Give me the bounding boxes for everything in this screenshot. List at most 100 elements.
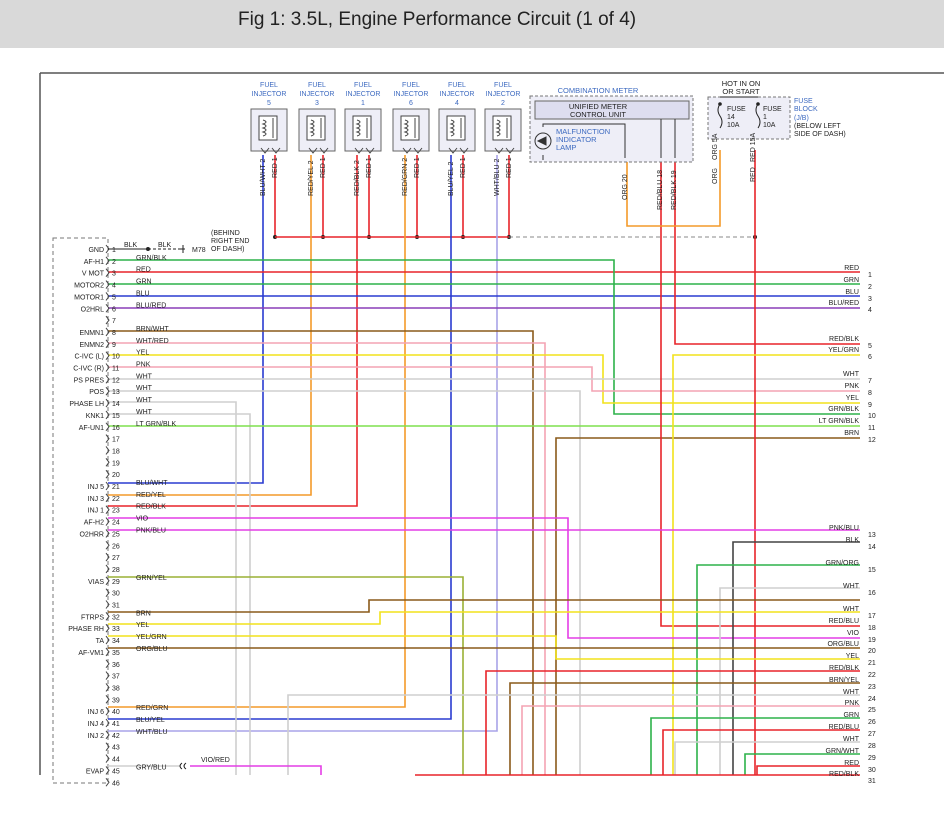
right-wire-label: WHT <box>843 371 860 378</box>
right-terminal-number: 29 <box>868 755 876 762</box>
pin-wire-label: BLU/YEL <box>136 717 165 724</box>
ground-connector-id: M78 <box>192 247 206 254</box>
right-terminal-number: 17 <box>868 613 876 620</box>
right-wire-label: GRN/ORG <box>826 560 859 567</box>
inj2-wire <box>108 155 498 732</box>
pin-terminal-icon <box>105 671 110 680</box>
pin-wire-label: YEL/GRN <box>136 634 167 641</box>
wire-redblu-27 <box>662 729 860 775</box>
pin-wire-label: GRN/BLK <box>136 255 167 262</box>
injector-number: 5 <box>267 100 271 107</box>
inj5-wire <box>108 155 264 484</box>
right-terminal-number: 13 <box>868 532 876 539</box>
pin-number: 29 <box>112 579 120 586</box>
right-terminal-number: 19 <box>868 637 876 644</box>
injector-wire-a: RED/BLK 2 <box>354 160 361 196</box>
pin-number: 22 <box>112 496 120 503</box>
pin-wire-label: WHT <box>136 373 153 380</box>
pin-name: TA <box>96 638 105 645</box>
evap-connector-icon <box>179 762 187 770</box>
pin-terminal-icon <box>105 422 110 432</box>
pin-name: INJ 1 <box>88 508 104 515</box>
pin-number: 10 <box>112 354 120 361</box>
fuse-block-label-4: (BELOW LEFT <box>794 123 841 130</box>
fuse-block-label-3: (J/B) <box>794 115 809 122</box>
fuse-block-label-2: BLOCK <box>794 106 818 113</box>
wire-knk1 <box>108 413 251 775</box>
pin-number: 16 <box>112 425 120 432</box>
right-wire-label: PNK/BLU <box>829 525 859 532</box>
pin-number: 12 <box>112 377 120 384</box>
pin-number: 1 <box>112 247 116 254</box>
injector-label-1: FUEL <box>354 82 372 89</box>
injector-wire-b: RED 1 <box>414 157 421 178</box>
pin-number: 38 <box>112 685 120 692</box>
pin-terminal-icon <box>105 600 110 609</box>
pin-terminal-icon <box>105 718 110 728</box>
pin-wire-label: RED <box>136 267 151 274</box>
pin-name: AF-H1 <box>84 259 104 266</box>
right-wire-label: BLK <box>846 537 860 544</box>
wire-vias <box>108 576 464 775</box>
right-wire-label: BLU <box>845 289 859 296</box>
hot-label-1: HOT IN ON <box>722 79 761 88</box>
injector-label-1: FUEL <box>260 82 278 89</box>
pin-wire-label: BLU <box>136 290 150 297</box>
pin-name: GND <box>88 247 104 254</box>
coil-icon <box>261 119 267 137</box>
terminal-icon <box>354 147 375 154</box>
injector-number: 2 <box>501 100 505 107</box>
right-terminal-number: 5 <box>868 343 872 350</box>
inj3-wire <box>108 155 312 496</box>
right-wire-label: RED/BLK <box>829 336 859 343</box>
injector-label-2: INJECTOR <box>440 91 475 98</box>
pin-wire-label: VIO <box>136 516 149 523</box>
pin-name: MOTOR2 <box>74 283 104 290</box>
inj6-wire <box>108 155 406 708</box>
coil-icon <box>355 119 361 137</box>
injector-number: 3 <box>315 100 319 107</box>
right-terminal-number: 10 <box>868 413 876 420</box>
pin-number: 46 <box>112 780 120 787</box>
pin-name: INJ 5 <box>88 484 104 491</box>
pin-number: 24 <box>112 520 120 527</box>
pin-wire-label: GRY/BLU <box>136 764 167 771</box>
pin-name: AF-H2 <box>84 520 104 527</box>
injector-wire-a: RED/GRN 2 <box>402 158 409 196</box>
meter-wire-label-3: RED/BLK 19 <box>671 170 678 210</box>
pin-terminal-icon <box>105 256 110 266</box>
mil-label-3: LAMP <box>556 143 576 152</box>
right-wire-label: YEL <box>846 653 859 660</box>
pin-number: 33 <box>112 626 120 633</box>
pin-terminal-icon <box>105 659 110 669</box>
right-wire-label: GRN <box>843 712 859 719</box>
pin-number: 7 <box>112 318 116 325</box>
pin-number: 6 <box>112 306 116 313</box>
injector-wire-b: RED 1 <box>272 157 279 178</box>
pin-number: 4 <box>112 283 116 290</box>
pin-name: KNK1 <box>86 413 104 420</box>
pin-number: 5 <box>112 294 116 301</box>
wire-red-30 <box>756 765 860 775</box>
pin-name: INJ 4 <box>88 721 104 728</box>
pin-name: VIAS <box>88 579 104 586</box>
injector-label-2: INJECTOR <box>300 91 335 98</box>
combination-meter: COMBINATION METER UNIFIED METER CONTROL … <box>529 86 694 210</box>
pin-terminal-icon <box>105 315 110 325</box>
meter-title: COMBINATION METER <box>558 86 639 95</box>
injector-label-2: INJECTOR <box>252 91 287 98</box>
pin-number: 14 <box>112 401 120 408</box>
pin-number: 9 <box>112 342 116 349</box>
injector-label-2: INJECTOR <box>394 91 429 98</box>
injector-label-1: FUEL <box>494 82 512 89</box>
pin-name: EVAP <box>86 768 104 775</box>
wire-brnyel-23 <box>509 682 860 775</box>
fuse-14-icon <box>717 103 723 129</box>
injector-label-1: FUEL <box>308 82 326 89</box>
wire-redblk-22 <box>485 670 860 775</box>
wire-grnwht-29 <box>744 753 860 775</box>
pin-wire-label: PNK/BLU <box>136 527 166 534</box>
pin-terminal-icon <box>105 292 110 301</box>
